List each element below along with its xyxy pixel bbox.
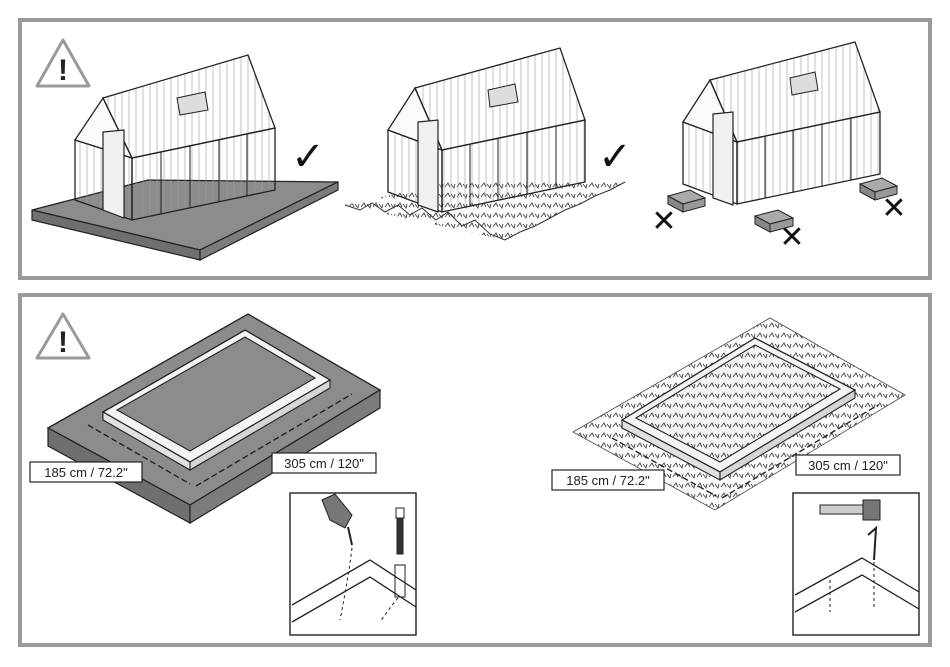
width-label-text: 185 cm / 72.2" — [566, 473, 650, 488]
width-label: 185 cm / 72.2" — [552, 470, 664, 490]
check-mark-icon: ✓ — [598, 134, 632, 180]
length-label-text: 305 cm / 120" — [284, 456, 364, 471]
width-label: 185 cm / 72.2" — [30, 462, 142, 482]
ground-stake-inset — [793, 493, 919, 635]
anchor-screw-inset — [290, 493, 416, 635]
screw-icon — [396, 508, 404, 554]
check-mark-icon: ✓ — [291, 134, 325, 180]
wall-anchor-icon — [395, 565, 405, 597]
open-door — [713, 112, 733, 205]
width-label-text: 185 cm / 72.2" — [44, 465, 128, 480]
cross-mark-icon: ✕ — [881, 191, 906, 226]
length-label-text: 305 cm / 120" — [808, 458, 888, 473]
open-door — [418, 120, 438, 212]
warning-mark: ! — [58, 326, 68, 359]
open-door — [103, 130, 124, 218]
length-label: 305 cm / 120" — [272, 453, 376, 473]
cross-mark-icon: ✕ — [779, 220, 804, 255]
length-label: 305 cm / 120" — [796, 455, 900, 475]
cross-mark-icon: ✕ — [651, 204, 676, 239]
warning-mark: ! — [58, 54, 68, 87]
